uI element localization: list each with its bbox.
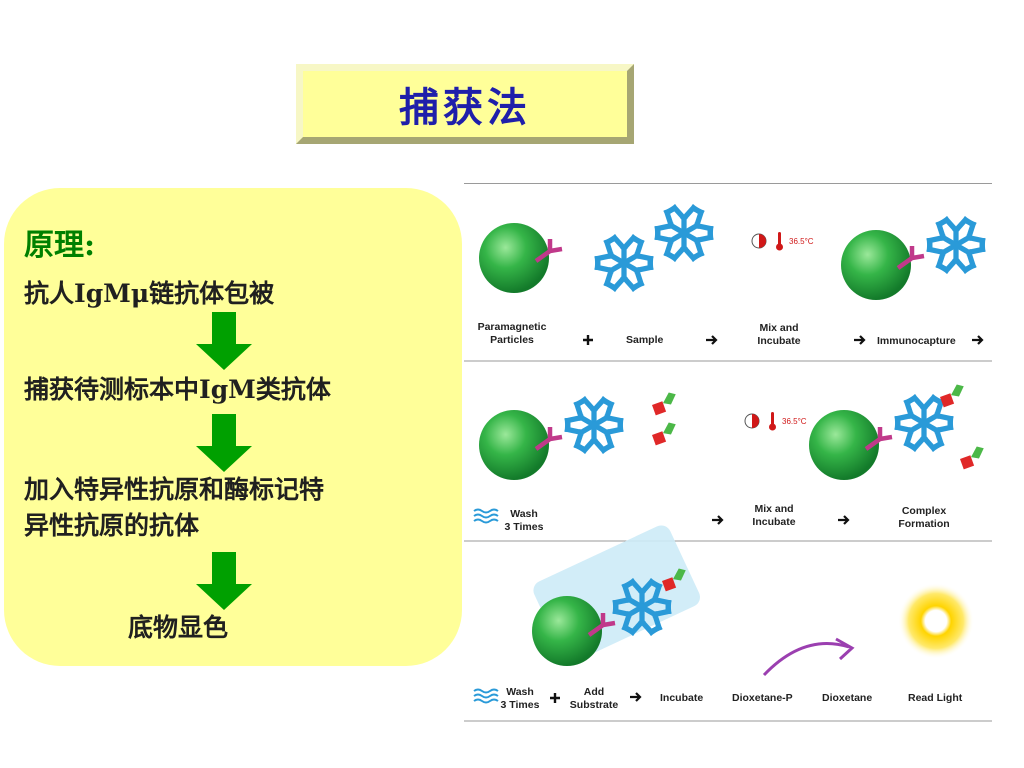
sample-flake <box>654 207 713 259</box>
row1-immunocapture <box>841 219 986 300</box>
row3-complex <box>532 566 691 666</box>
wash-icon <box>473 508 499 524</box>
labeled-antigen <box>649 390 681 416</box>
step-capture: 捕获待测标本中IgM类抗体 <box>24 375 331 404</box>
labeled-antigen <box>649 420 681 446</box>
row2-particle <box>479 399 624 480</box>
row1-temperature: 36.5°C <box>789 237 814 246</box>
thermometer-icon <box>751 231 784 251</box>
light-glow-icon <box>898 583 974 659</box>
wash-icon <box>473 688 499 704</box>
page-title: 捕获法 <box>399 84 531 131</box>
step-add-antigen: 加入特异性抗原和酶标记特 异性抗原的抗体 <box>24 475 325 540</box>
label-dioxetane-p: Dioxetane-P <box>732 692 793 704</box>
label-sample: Sample <box>626 334 664 346</box>
plus-icon <box>581 333 595 347</box>
label-dioxetane: Dioxetane <box>822 692 872 704</box>
row2-complex <box>809 382 989 480</box>
label-immunocapture: Immunocapture <box>877 335 956 347</box>
step-coating: 抗人IgMμ链抗体包被 <box>24 279 275 308</box>
right-arrow-icon <box>704 334 718 346</box>
right-arrow-icon <box>970 334 984 346</box>
principle-heading: 原理: <box>24 228 96 263</box>
right-arrow-icon <box>628 691 642 703</box>
thermometer-icon <box>744 411 777 431</box>
curved-arrow-icon <box>762 642 850 677</box>
step-substrate: 底物显色 <box>128 613 229 642</box>
label-incubate: Incubate <box>660 692 703 704</box>
sample-flake <box>594 237 653 289</box>
row1-particle <box>479 223 562 293</box>
right-arrow-icon <box>836 514 850 526</box>
row2-temperature: 36.5°C <box>782 417 807 426</box>
label-read-light: Read Light <box>908 692 963 704</box>
right-arrow-icon <box>710 514 724 526</box>
right-arrow-icon <box>852 334 866 346</box>
title-box: 捕获法 <box>296 64 634 144</box>
plus-icon <box>548 691 562 705</box>
